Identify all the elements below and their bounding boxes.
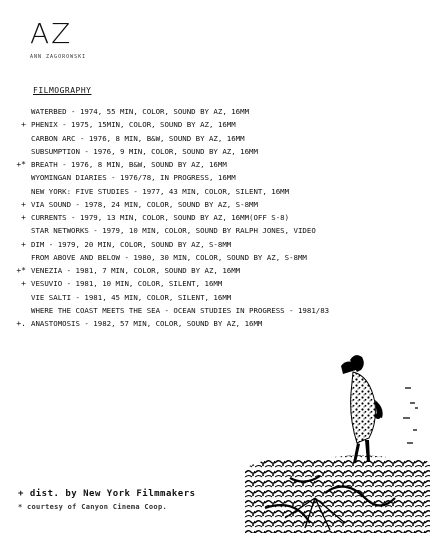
list-item-text: WHERE THE COAST MEETS THE SEA - OCEAN ST… [31, 305, 330, 315]
list-item-text: WATERBED - 1974, 55 MIN, COLOR, SOUND BY… [31, 107, 250, 116]
list-item-text: VIE SALTI - 1981, 45 MIN, COLOR, SILENT,… [31, 292, 232, 302]
list-item: + VIA SOUND - 1978, 24 MIN, COLOR, SOUND … [0, 198, 420, 211]
list-marker: + [21, 213, 26, 222]
filmography-heading: FILMOGRAPHY [33, 86, 92, 95]
list-item-text: STAR NETWORKS - 1979, 10 MIN, COLOR, SOU… [31, 226, 316, 236]
list-marker: + [21, 279, 26, 289]
list-item: VIE SALTI - 1981, 45 MIN, COLOR, SILENT,… [0, 291, 420, 304]
list-item-text: BREATH - 1976, 8 MIN, B&W, SOUND BY AZ, … [31, 160, 227, 169]
list-item: STAR NETWORKS - 1979, 10 MIN, COLOR, SOU… [0, 224, 420, 237]
list-item: FROM ABOVE AND BELOW - 1980, 30 MIN, COL… [0, 251, 420, 264]
list-item: WHERE THE COAST MEETS THE SEA - OCEAN ST… [0, 304, 420, 317]
list-marker: +* [16, 160, 26, 169]
list-item: WATERBED - 1974, 55 MIN, COLOR, SOUND BY… [0, 105, 420, 118]
list-item-text: PHENIX - 1975, 15MIN, COLOR, SOUND BY AZ… [31, 120, 236, 130]
coop-note: * courtesy of Canyon Cinema Coop. [18, 503, 167, 511]
list-item-text: VIA SOUND - 1978, 24 MIN, COLOR, SOUND B… [31, 199, 258, 209]
filmography-list: WATERBED - 1974, 55 MIN, COLOR, SOUND BY… [0, 105, 420, 330]
list-item: + VESUVIO - 1981, 10 MIN, COLOR, SILENT, … [0, 277, 420, 290]
list-item: +* BREATH - 1976, 8 MIN, B&W, SOUND BY AZ… [0, 158, 420, 171]
list-item: +* VENEZIA - 1981, 7 MIN, COLOR, SOUND BY… [0, 264, 420, 277]
list-item: + DIM - 1979, 20 MIN, COLOR, SOUND BY AZ,… [0, 238, 420, 251]
list-item-text: CURRENTS - 1979, 13 MIN, COLOR, SOUND BY… [31, 213, 290, 222]
list-item: NEW YORK: FIVE STUDIES - 1977, 43 MIN, C… [0, 185, 420, 198]
logo: AZ [30, 17, 73, 50]
list-item: CARBON ARC - 1976, 8 MIN, B&W, SOUND BY … [0, 132, 420, 145]
list-marker: + [21, 239, 26, 249]
list-item: SUBSUMPTION - 1976, 9 MIN, COLOR, SOUND … [0, 145, 420, 158]
list-item-text: VESUVIO - 1981, 10 MIN, COLOR, SILENT, 1… [31, 279, 223, 289]
list-marker: +* [16, 266, 26, 275]
list-marker: +. [16, 319, 26, 328]
list-item-text: DIM - 1979, 20 MIN, COLOR, SOUND BY AZ, … [31, 239, 232, 249]
list-marker: + [21, 199, 26, 209]
list-item-text: CARBON ARC - 1976, 8 MIN, B&W, SOUND BY … [31, 133, 245, 143]
logo-subtitle: ANN ZAGOROWSKI [30, 54, 87, 60]
list-item: + PHENIX - 1975, 15MIN, COLOR, SOUND BY A… [0, 118, 420, 131]
list-item-text: NEW YORK: FIVE STUDIES - 1977, 43 MIN, C… [31, 186, 290, 196]
list-item-text: ANASTOMOSIS - 1982, 57 MIN, COLOR, SOUND… [31, 319, 263, 328]
list-item: + CURRENTS - 1979, 13 MIN, COLOR, SOUND B… [0, 211, 420, 224]
figure-photo [245, 355, 430, 533]
list-item-text: VENEZIA - 1981, 7 MIN, COLOR, SOUND BY A… [31, 266, 241, 275]
list-item: WYOMINGAN DIARIES - 1976/78, IN PROGRESS… [0, 171, 420, 184]
list-item-text: WYOMINGAN DIARIES - 1976/78, IN PROGRESS… [31, 173, 236, 183]
distributor-note: + dist. by New York Filmmakers [18, 489, 196, 499]
list-marker: + [21, 120, 26, 130]
list-item-text: SUBSUMPTION - 1976, 9 MIN, COLOR, SOUND … [31, 146, 258, 156]
list-item-text: FROM ABOVE AND BELOW - 1980, 30 MIN, COL… [31, 252, 307, 262]
list-item: +. ANASTOMOSIS - 1982, 57 MIN, COLOR, SOU… [0, 317, 420, 330]
